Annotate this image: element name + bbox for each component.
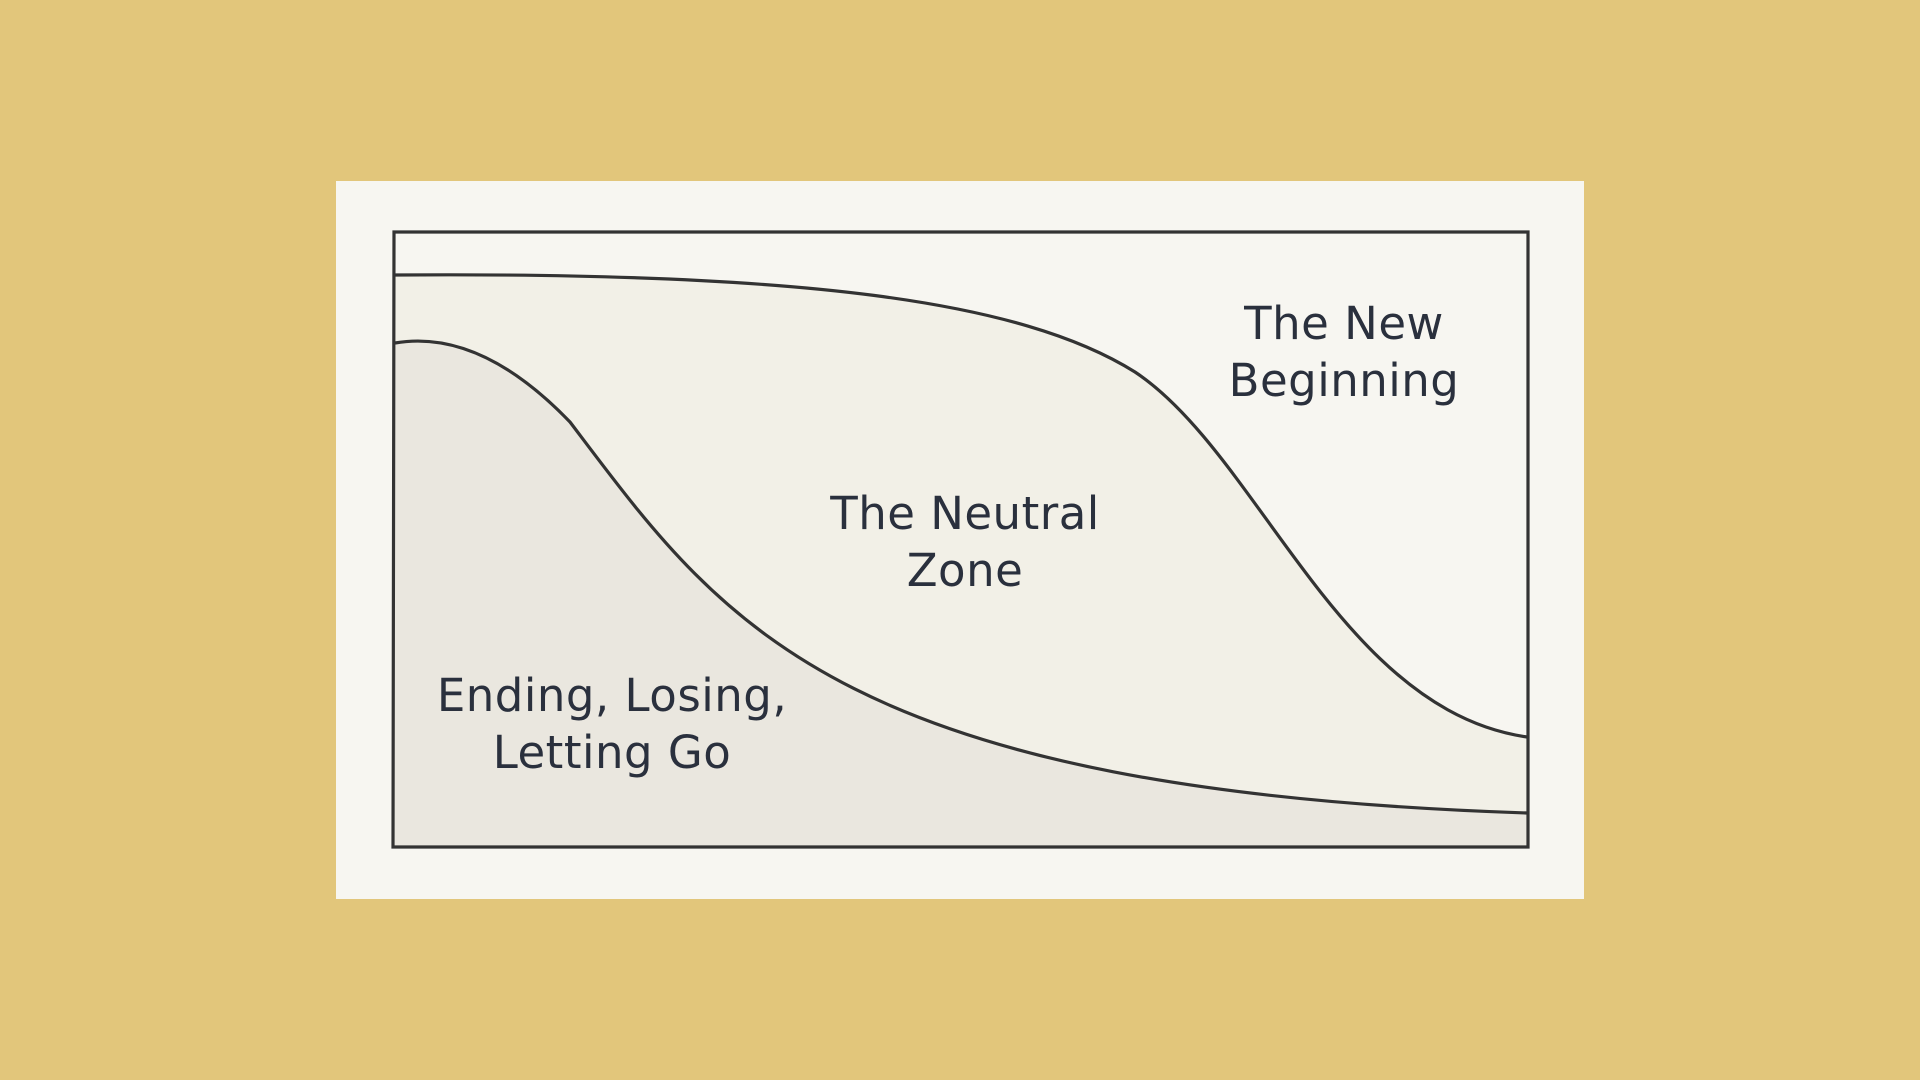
ending-label-line2: Letting Go bbox=[492, 726, 732, 779]
new-beginning-label: The New Beginning bbox=[1229, 295, 1460, 409]
neutral-zone-curve bbox=[394, 273, 1528, 739]
ending-label: Ending, Losing, Letting Go bbox=[437, 667, 787, 781]
ending-region bbox=[393, 341, 1527, 847]
neutral-zone-label-line2: Zone bbox=[906, 544, 1024, 597]
ending-label-line1: Ending, Losing, bbox=[436, 669, 788, 722]
ending-curve bbox=[394, 339, 1528, 815]
diagram-frame bbox=[391, 230, 1530, 849]
neutral-zone-label-line1: The Neutral bbox=[830, 487, 1100, 540]
new-beginning-label-line2: Beginning bbox=[1228, 354, 1460, 407]
neutral-zone-label: The Neutral Zone bbox=[830, 485, 1100, 599]
new-beginning-label-line1: The New bbox=[1244, 297, 1444, 350]
